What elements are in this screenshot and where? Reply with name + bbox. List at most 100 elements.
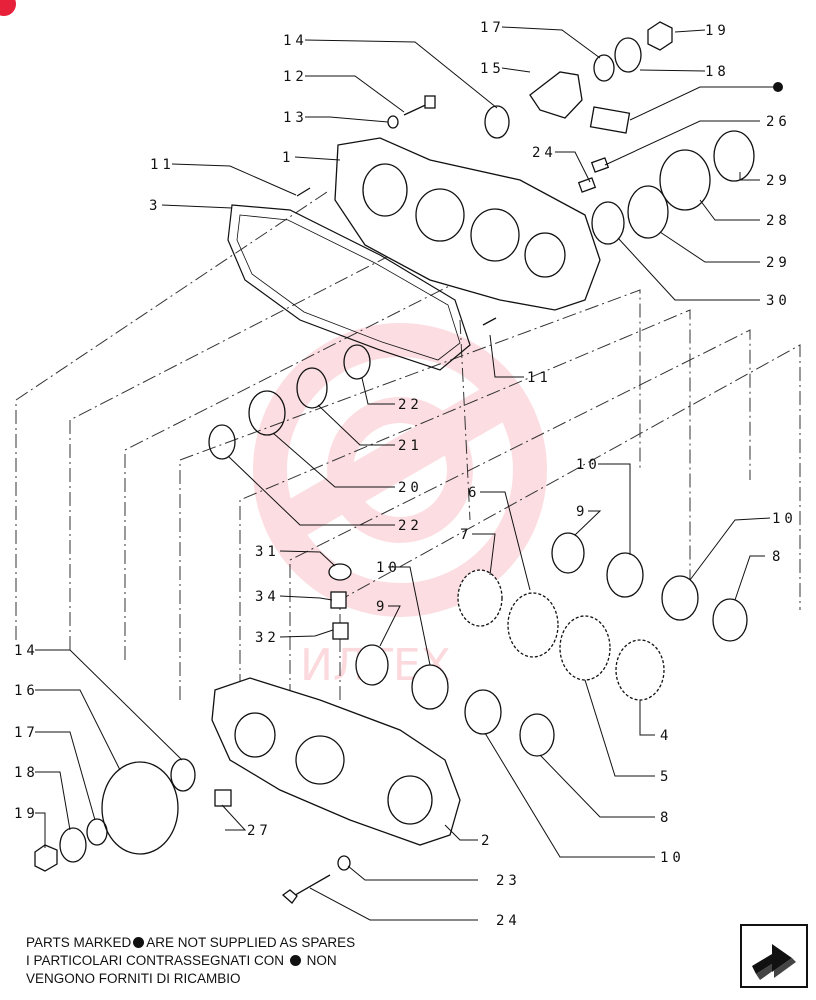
plug-part-24-upper xyxy=(577,177,597,193)
callout-label: 16 xyxy=(14,683,39,699)
sleeve-part-34 xyxy=(330,591,347,609)
callout-labels: 14 12 13 1 11 3 17 15 19 18 26 24 29 28 … xyxy=(14,20,797,929)
bearing-part-8-right xyxy=(712,598,748,642)
callout-label: 23 xyxy=(496,873,521,889)
next-page-button[interactable] xyxy=(740,924,808,988)
callout-label: 8 xyxy=(772,549,784,565)
seal-part-28 xyxy=(659,149,711,211)
callout-label: 22 xyxy=(398,518,423,534)
callout-label: 19 xyxy=(14,806,39,822)
notes-line-3: VENGONO FORNITI DI RICAMBIO xyxy=(26,971,241,986)
nut-part-19-upper xyxy=(647,21,673,51)
bearing-part-10-lower xyxy=(464,689,502,735)
callout-label: 17 xyxy=(480,20,505,36)
callout-label: 26 xyxy=(766,114,791,130)
callout-label: 15 xyxy=(480,61,505,77)
callout-label: 18 xyxy=(14,765,39,781)
gear-part-5 xyxy=(559,615,611,681)
callout-label: 14 xyxy=(283,33,308,49)
gear-part-7 xyxy=(457,569,503,627)
bearing-part-10-upper xyxy=(606,552,644,598)
bearing-part-10-right xyxy=(661,575,699,621)
callout-label: 1 xyxy=(282,150,294,166)
callout-label: 3 xyxy=(149,198,161,214)
callout-label: 28 xyxy=(766,213,791,229)
ring-part-29-upper xyxy=(713,130,755,182)
callout-label: 11 xyxy=(527,370,552,386)
ring-part-17-lower xyxy=(86,818,108,846)
cap-part-31 xyxy=(328,563,352,581)
callout-label: 13 xyxy=(283,110,308,126)
plate-reference-part xyxy=(589,106,631,134)
callout-label: 17 xyxy=(14,725,39,741)
gear-part-4 xyxy=(615,639,665,701)
bearing-part-10-mid xyxy=(411,664,449,710)
callout-label: 30 xyxy=(766,293,791,309)
watermark-gear-logo xyxy=(253,323,547,617)
callout-label: 10 xyxy=(376,560,401,576)
callout-label: 34 xyxy=(255,589,280,605)
callout-label: 11 xyxy=(150,157,175,173)
callout-label: 22 xyxy=(398,397,423,413)
bearing-part-9-upper xyxy=(551,532,585,574)
bolt-part-24-lower xyxy=(289,874,331,899)
callout-label: 10 xyxy=(772,511,797,527)
ring-part-18-upper xyxy=(614,37,642,73)
o-ring-part-21 xyxy=(296,367,328,409)
note-text: NON xyxy=(306,953,337,968)
fitting-part-32 xyxy=(332,622,349,640)
callout-label: 9 xyxy=(376,599,388,615)
washer-part-13 xyxy=(387,115,399,129)
nut-part-19-lower xyxy=(34,844,58,872)
callout-label: 18 xyxy=(705,64,730,80)
bearing-cup-part-20 xyxy=(248,390,286,436)
reference-dot-icon xyxy=(133,937,145,948)
callout-label: 21 xyxy=(398,438,423,454)
callout-label: 6 xyxy=(468,485,480,501)
callout-label: 24 xyxy=(496,913,521,929)
callout-label: 31 xyxy=(255,544,280,560)
callout-label: 29 xyxy=(766,173,791,189)
notes-line-1: PARTS MARKED ARE NOT SUPPLIED AS SPARES xyxy=(26,934,355,951)
callout-label: 19 xyxy=(705,23,730,39)
callout-label: 10 xyxy=(576,457,601,473)
bearing-part-9-lower xyxy=(355,644,389,686)
plug-part-26 xyxy=(590,157,610,173)
callout-label: 5 xyxy=(660,769,672,785)
reference-dot-icon xyxy=(289,955,301,966)
callout-label: 12 xyxy=(283,69,308,85)
reference-marker-dot xyxy=(773,82,783,92)
note-text: PARTS MARKED xyxy=(26,935,132,950)
washer-part-23 xyxy=(337,855,351,871)
ring-part-29-lower xyxy=(627,185,669,239)
note-text: I PARTICOLARI CONTRASSEGNATI CON xyxy=(26,953,285,968)
dowel-part-11-lower xyxy=(482,317,497,326)
callout-label: 2 xyxy=(481,833,493,849)
callout-label: 27 xyxy=(247,823,272,839)
callout-label: 29 xyxy=(766,255,791,271)
ring-part-18-lower xyxy=(59,827,87,863)
callout-label: 8 xyxy=(660,810,672,826)
snap-ring-part-30 xyxy=(591,201,625,245)
ring-part-17-upper xyxy=(593,54,615,82)
lower-housing-part-2 xyxy=(211,677,461,846)
upper-housing-part-1 xyxy=(334,137,601,311)
callout-label: 32 xyxy=(255,630,280,646)
gear-part-6 xyxy=(507,592,559,658)
red-badge-icon xyxy=(0,0,16,16)
callout-label: 24 xyxy=(532,145,557,161)
seal-part-14-upper xyxy=(484,105,510,139)
plug-part-27 xyxy=(214,789,232,807)
seal-part-14-lower xyxy=(170,758,196,792)
next-page-arrow-icon xyxy=(752,944,796,980)
gasket-part-3 xyxy=(227,204,471,371)
callout-label: 4 xyxy=(660,728,672,744)
yoke-part-15 xyxy=(529,71,583,119)
notes-line-2: I PARTICOLARI CONTRASSEGNATI CON NON xyxy=(26,952,337,969)
note-text: ARE NOT SUPPLIED AS SPARES xyxy=(146,935,356,950)
callout-label: 10 xyxy=(660,850,685,866)
flange-part-16 xyxy=(101,761,179,855)
callout-label: 14 xyxy=(14,643,39,659)
callout-label: 20 xyxy=(398,480,423,496)
